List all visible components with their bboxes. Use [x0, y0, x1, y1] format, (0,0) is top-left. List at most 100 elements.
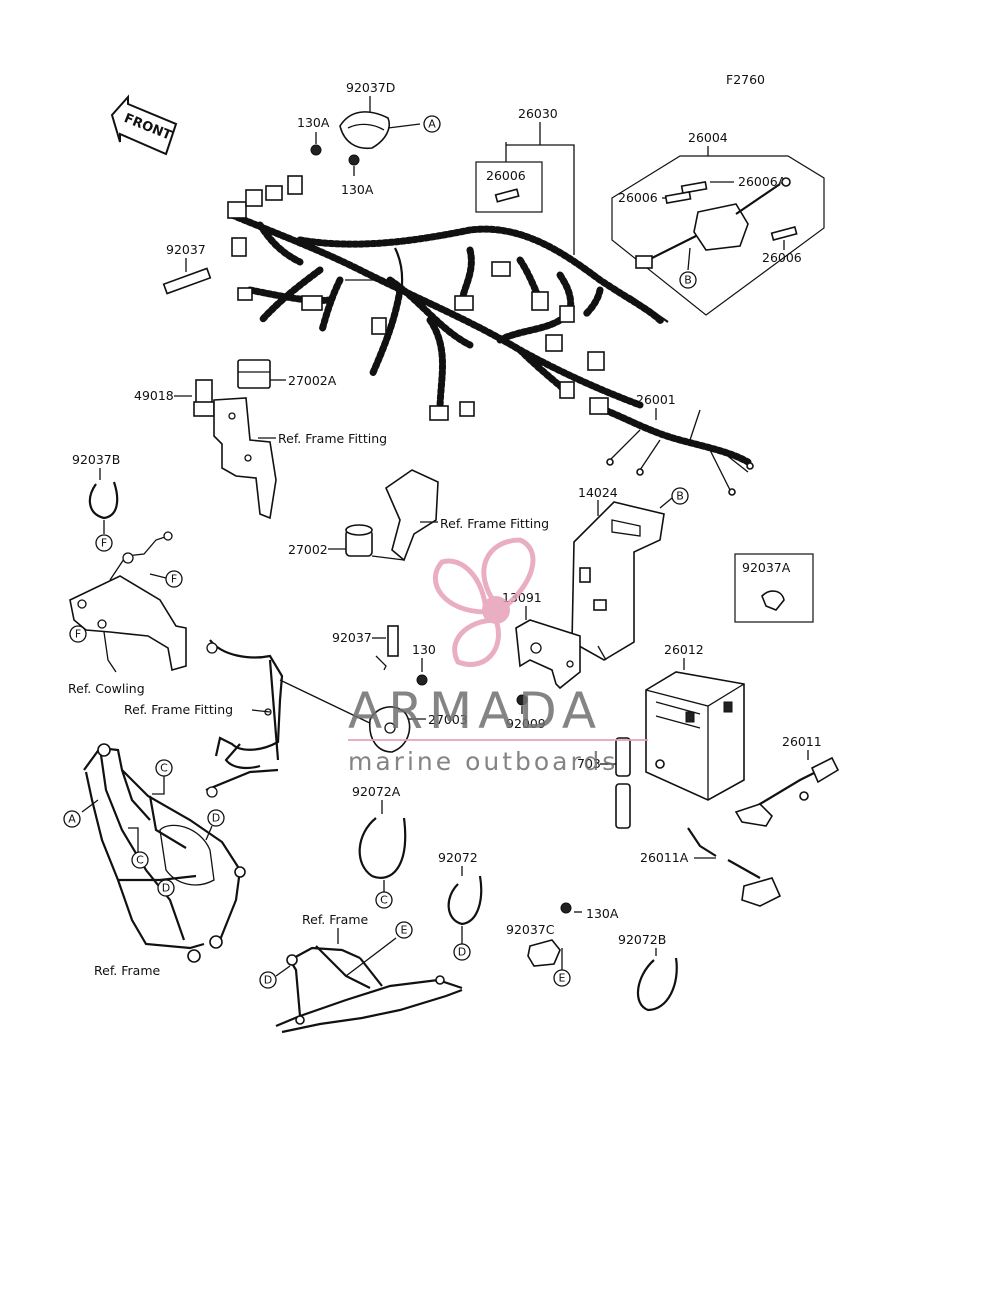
- callout-d-3: [453, 943, 471, 961]
- label-49018: 49018: [134, 388, 174, 403]
- label-26011A: 26011A: [640, 850, 689, 865]
- svg-text:D: D: [212, 812, 220, 825]
- callout-e-2: [395, 921, 413, 939]
- label-92009: 92009: [506, 716, 546, 731]
- watermark-title: ARMADA: [348, 682, 602, 740]
- svg-text:B: B: [684, 274, 692, 287]
- lower-frame: [275, 937, 463, 1034]
- svg-text:F: F: [171, 573, 177, 586]
- label-27003: 27003: [428, 712, 468, 727]
- cowling-bracket: [69, 531, 187, 673]
- part-26012-battery: [645, 671, 745, 801]
- label-130: 130: [412, 642, 436, 657]
- callout-f-3: [69, 625, 87, 643]
- label-130A-mid: 130A: [341, 182, 374, 197]
- svg-text:D: D: [264, 974, 272, 987]
- svg-text:F: F: [101, 537, 107, 550]
- label-26011: 26011: [782, 734, 822, 749]
- label-ref-frame-2: Ref. Frame: [302, 912, 369, 927]
- label-92072B: 92072B: [618, 932, 666, 947]
- label-14024: 14024: [578, 485, 618, 500]
- label-ref-frame-fitting-3: Ref. Frame Fitting: [124, 702, 233, 717]
- label-ref-frame-fitting-2: Ref. Frame Fitting: [440, 516, 549, 531]
- label-27002: 27002: [288, 542, 328, 557]
- part-13091: [515, 619, 581, 690]
- box-92037A: [734, 553, 814, 623]
- label-ref-frame-1: Ref. Frame: [94, 963, 161, 978]
- bolt-130A-top: [310, 144, 322, 156]
- propeller-logo-icon: [432, 537, 536, 667]
- label-26006-left: 26006: [618, 190, 658, 205]
- part-92072B-band: [636, 957, 678, 1012]
- bolt-130A-mid: [348, 154, 360, 166]
- label-26006-right: 26006: [762, 250, 802, 265]
- callout-c-2: [131, 851, 149, 869]
- callout-f-1: [95, 534, 113, 552]
- label-26006-box: 26006: [486, 168, 526, 183]
- part-92072A-band: [358, 817, 407, 879]
- svg-text:E: E: [401, 924, 408, 937]
- svg-text:B: B: [676, 490, 684, 503]
- svg-text:C: C: [380, 894, 388, 907]
- callout-d-2: [157, 879, 175, 897]
- main-wiring-harness: [227, 175, 669, 421]
- callout-b-2: [671, 487, 689, 505]
- part-49018: [193, 379, 215, 417]
- callout-e-1: [553, 969, 571, 987]
- part-92037B-strap: [88, 481, 119, 520]
- label-92037: 92037: [166, 242, 206, 257]
- callout-a-2: [63, 810, 81, 828]
- label-92037D: 92037D: [346, 80, 395, 95]
- label-ref-frame-fitting-1: Ref. Frame Fitting: [278, 431, 387, 446]
- part-703-tube: [615, 737, 631, 829]
- frame-fitting-mid: [205, 639, 284, 798]
- callout-f-2: [165, 570, 183, 588]
- part-27002A: [237, 359, 271, 389]
- svg-text:F: F: [75, 628, 81, 641]
- label-92037A: 92037A: [742, 560, 791, 575]
- label-92037C: 92037C: [506, 922, 555, 937]
- bolt-130A-bottom: [560, 902, 572, 914]
- svg-text:A: A: [68, 813, 76, 826]
- svg-text:A: A: [428, 118, 436, 131]
- part-26004-relay: [635, 177, 791, 269]
- bolt-130: [416, 674, 428, 686]
- watermark-subtitle: marine outboards: [348, 747, 618, 776]
- part-92037-mid: [387, 625, 399, 657]
- label-92072A: 92072A: [352, 784, 401, 799]
- label-130A-top: 130A: [297, 115, 330, 130]
- svg-text:C: C: [160, 762, 168, 775]
- label-26001: 26001: [636, 392, 676, 407]
- bracket-27002A: [213, 397, 277, 520]
- label-92072: 92072: [438, 850, 478, 865]
- part-14024-cover: [571, 501, 665, 661]
- bolt-92009: [516, 694, 528, 706]
- svg-text:E: E: [559, 972, 566, 985]
- box-26006: [475, 161, 543, 213]
- label-92037-mid: 92037: [332, 630, 372, 645]
- motorcycle-frame: [83, 743, 246, 963]
- svg-text:D: D: [458, 946, 466, 959]
- label-27002A: 27002A: [288, 373, 337, 388]
- figure-code: F2760: [726, 72, 765, 87]
- part-92037: [162, 267, 212, 295]
- label-26006A: 26006A: [738, 174, 787, 189]
- armada-watermark: ARMADA marine outboards: [348, 537, 648, 776]
- callout-b-1: [679, 271, 697, 289]
- label-ref-cowling: Ref. Cowling: [68, 681, 145, 696]
- callout-a-1: [423, 115, 441, 133]
- label-26012: 26012: [664, 642, 704, 657]
- part-26011-cable: [734, 756, 840, 827]
- svg-text:C: C: [136, 854, 144, 867]
- label-92037B: 92037B: [72, 452, 120, 467]
- part-92037D: [339, 111, 390, 150]
- part-26011A-cable: [687, 827, 782, 907]
- part-27002: [345, 524, 373, 557]
- callout-d-1: [207, 809, 225, 827]
- label-130A-bottom: 130A: [586, 906, 619, 921]
- part-26001-harness: [589, 397, 754, 496]
- callout-d-4: [259, 971, 277, 989]
- front-arrow-icon: FRONT: [110, 94, 178, 156]
- part-92072-band: [447, 875, 483, 926]
